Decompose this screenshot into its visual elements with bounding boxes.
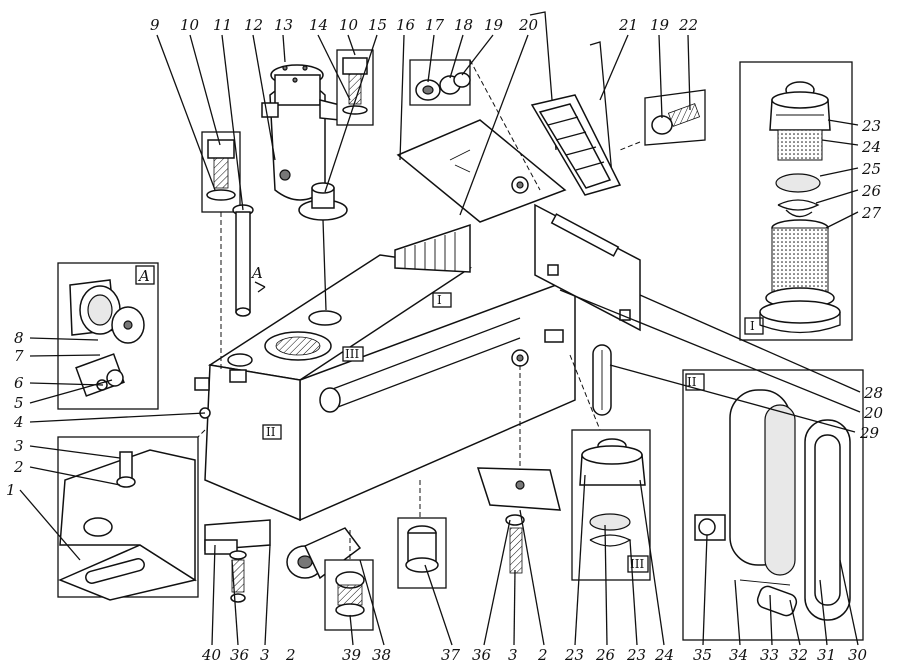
side-panel	[534, 203, 641, 332]
callout-32: 32	[789, 646, 808, 664]
callout-8: 8	[14, 329, 24, 347]
level-gauge-tube	[592, 344, 612, 416]
callout-24b: 24	[654, 646, 674, 664]
roman-marker-1: I	[437, 293, 442, 307]
callout-16: 16	[396, 16, 416, 34]
callout-39: 39	[342, 646, 362, 664]
callout-leaders	[19, 34, 861, 646]
assembly-leaders	[197, 59, 641, 560]
callout-37: 37	[441, 646, 461, 664]
callout-33: 33	[760, 646, 779, 664]
drain-plug-39	[324, 559, 374, 631]
callout-38: 38	[372, 646, 391, 664]
callout-36: 36	[230, 646, 250, 664]
callout-2: 2	[13, 458, 24, 476]
callout-3b: 3	[260, 646, 270, 664]
inset-III-marker: III	[630, 557, 644, 571]
callout-20: 20	[518, 16, 539, 34]
callout-6: 6	[14, 374, 24, 392]
callout-numbers: 9 10 11 12 13 14 10 15 16 17 18 19 20 21…	[6, 16, 884, 664]
callout-18: 18	[454, 16, 473, 34]
bolt-assembly-right	[336, 49, 374, 126]
callout-36b: 36	[472, 646, 492, 664]
inset-I-marker: I	[750, 319, 755, 333]
arrow-label-a: A	[250, 264, 263, 282]
hinged-lid	[396, 119, 567, 223]
callout-28: 28	[863, 384, 883, 402]
bolt-washer-right	[644, 89, 706, 146]
breather-cap	[298, 182, 348, 311]
callout-19b: 19	[650, 16, 670, 34]
callout-34: 34	[729, 646, 748, 664]
cap-37	[397, 517, 447, 589]
callout-22: 22	[678, 16, 698, 34]
callout-9: 9	[150, 16, 160, 34]
bracket-36	[476, 467, 561, 574]
callout-23: 23	[861, 117, 881, 135]
pin-rod: A	[232, 204, 266, 317]
nut-washer-set	[409, 59, 471, 106]
callout-30: 30	[848, 646, 868, 664]
inset-mount-bracket	[57, 436, 199, 601]
ladder	[529, 11, 622, 196]
callout-10b: 10	[339, 16, 359, 34]
callout-31: 31	[817, 646, 836, 664]
callout-13: 13	[274, 16, 293, 34]
callout-4: 4	[13, 413, 24, 431]
callout-14: 14	[309, 16, 328, 34]
roman-marker-2: II	[266, 425, 276, 439]
callout-29: 29	[859, 424, 880, 442]
callout-20b: 20	[863, 404, 884, 422]
callout-27: 27	[861, 204, 882, 222]
callout-1: 1	[6, 481, 16, 499]
callout-11: 11	[213, 16, 232, 34]
callout-19: 19	[484, 16, 504, 34]
callout-26b: 26	[595, 646, 616, 664]
filter-housing	[261, 64, 341, 201]
callout-23b: 23	[564, 646, 584, 664]
callout-7: 7	[14, 347, 24, 365]
inset-panel-A: A	[57, 262, 159, 410]
inset-panel-III: III	[571, 429, 651, 581]
callout-2c: 2	[537, 646, 548, 664]
callout-40: 40	[201, 646, 222, 664]
main-housing: I III II	[194, 223, 576, 580]
callout-17: 17	[425, 16, 445, 34]
inset-II-marker: II	[687, 375, 697, 389]
callout-35: 35	[693, 646, 712, 664]
callout-24: 24	[861, 138, 881, 156]
callout-12: 12	[244, 16, 263, 34]
callout-23c: 23	[626, 646, 646, 664]
callout-26: 26	[861, 182, 882, 200]
callout-5: 5	[14, 394, 24, 412]
callout-25: 25	[861, 160, 881, 178]
callout-3c: 3	[508, 646, 518, 664]
callout-15: 15	[368, 16, 387, 34]
inset-A-letter: A	[137, 267, 150, 285]
callout-2b: 2	[285, 646, 296, 664]
callout-10: 10	[180, 16, 200, 34]
inset-panel-I: I	[739, 61, 853, 341]
callout-3: 3	[14, 437, 24, 455]
callout-21: 21	[618, 16, 638, 34]
roman-marker-3: III	[345, 347, 359, 361]
inset-panel-II: II	[682, 369, 864, 641]
